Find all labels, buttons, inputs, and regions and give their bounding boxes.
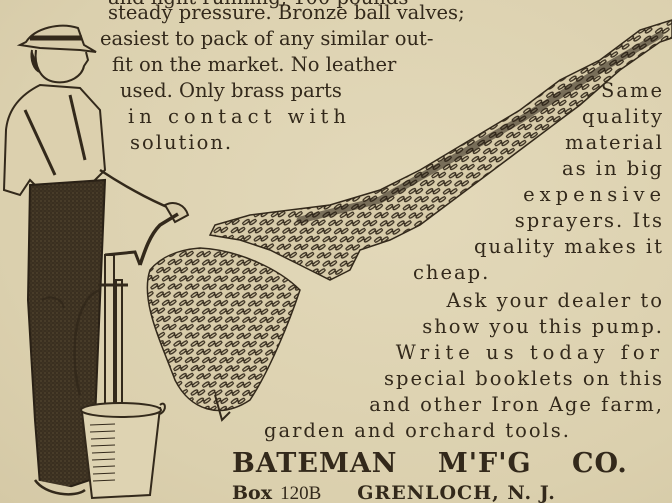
ad-body-line-5: in contact with [128, 105, 351, 128]
ad-right-line-8: cheap. [413, 261, 491, 284]
ad-cut-top-line: and light running, 100 pounds [108, 0, 408, 9]
box-label: Box [232, 482, 273, 503]
ad-body-line-3: fit on the market. No leather [112, 53, 397, 76]
ad-closing-line-1: Ask your dealer to [446, 289, 664, 312]
ad-right-line-3: material [565, 131, 664, 154]
company-city: GRENLOCH, N. J. [357, 482, 556, 503]
company-name-part-3: CO. [571, 448, 628, 479]
ad-closing-line-2: show you this pump. [422, 315, 664, 338]
pump-bucket-icon [73, 212, 179, 500]
ad-right-line-6: sprayers. Its [514, 209, 664, 232]
ad-closing-line-3: Write us today for [395, 341, 664, 364]
ad-right-line-7: quality makes it [474, 235, 664, 258]
ad-right-line-1: Same [600, 79, 664, 102]
ad-body-line-1: steady pressure. Bronze ball valves; [108, 1, 465, 24]
ad-right-line-5: expensive [523, 183, 666, 206]
company-address: Box 120B GRENLOCH, N. J. [232, 482, 556, 503]
ad-body-line-2: easiest to pack of any similar out- [100, 27, 434, 50]
box-number: 120B [280, 483, 322, 503]
ad-right-line-2: quality [582, 105, 664, 128]
ad-closing-line-4: special booklets on this [384, 367, 664, 390]
ad-right-line-4: as in big [561, 157, 664, 180]
company-name-part-2: M'F'G [437, 448, 532, 479]
company-name-part-1: BATEMAN [232, 448, 398, 479]
man-figure-icon [2, 24, 190, 496]
ad-closing-line-6: garden and orchard tools. [264, 419, 572, 442]
ad-body-line-6: solution. [130, 131, 234, 154]
company-name: BATEMAN M'F'G CO. [232, 448, 628, 479]
ad-closing-line-5: and other Iron Age farm, [369, 393, 664, 416]
spray-foliage-icon [146, 19, 672, 422]
ad-body-line-4: used. Only brass parts [120, 79, 342, 102]
